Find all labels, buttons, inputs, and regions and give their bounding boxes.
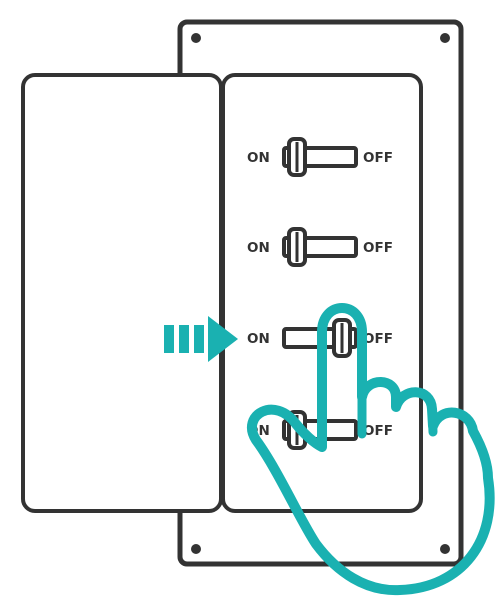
switch-off-label: OFF — [363, 150, 393, 166]
switch-on-label: ON — [247, 240, 270, 256]
screw-icon — [191, 33, 201, 43]
toggle-switch[interactable]: ON OFF — [247, 137, 393, 177]
toggle-switch[interactable]: ON OFF — [247, 227, 393, 267]
switch-off-label: OFF — [363, 423, 393, 439]
switch-on-label: ON — [247, 150, 270, 166]
arrow-right-icon — [164, 316, 238, 362]
panel-door — [21, 73, 223, 513]
screw-icon — [440, 544, 450, 554]
switch-on-label: ON — [247, 331, 270, 347]
switch-off-label: OFF — [363, 240, 393, 256]
screw-icon — [440, 33, 450, 43]
hand-pointer-icon — [246, 303, 495, 596]
switch-panel — [221, 73, 423, 513]
switch-off-label: OFF — [363, 331, 393, 347]
screw-icon — [191, 544, 201, 554]
